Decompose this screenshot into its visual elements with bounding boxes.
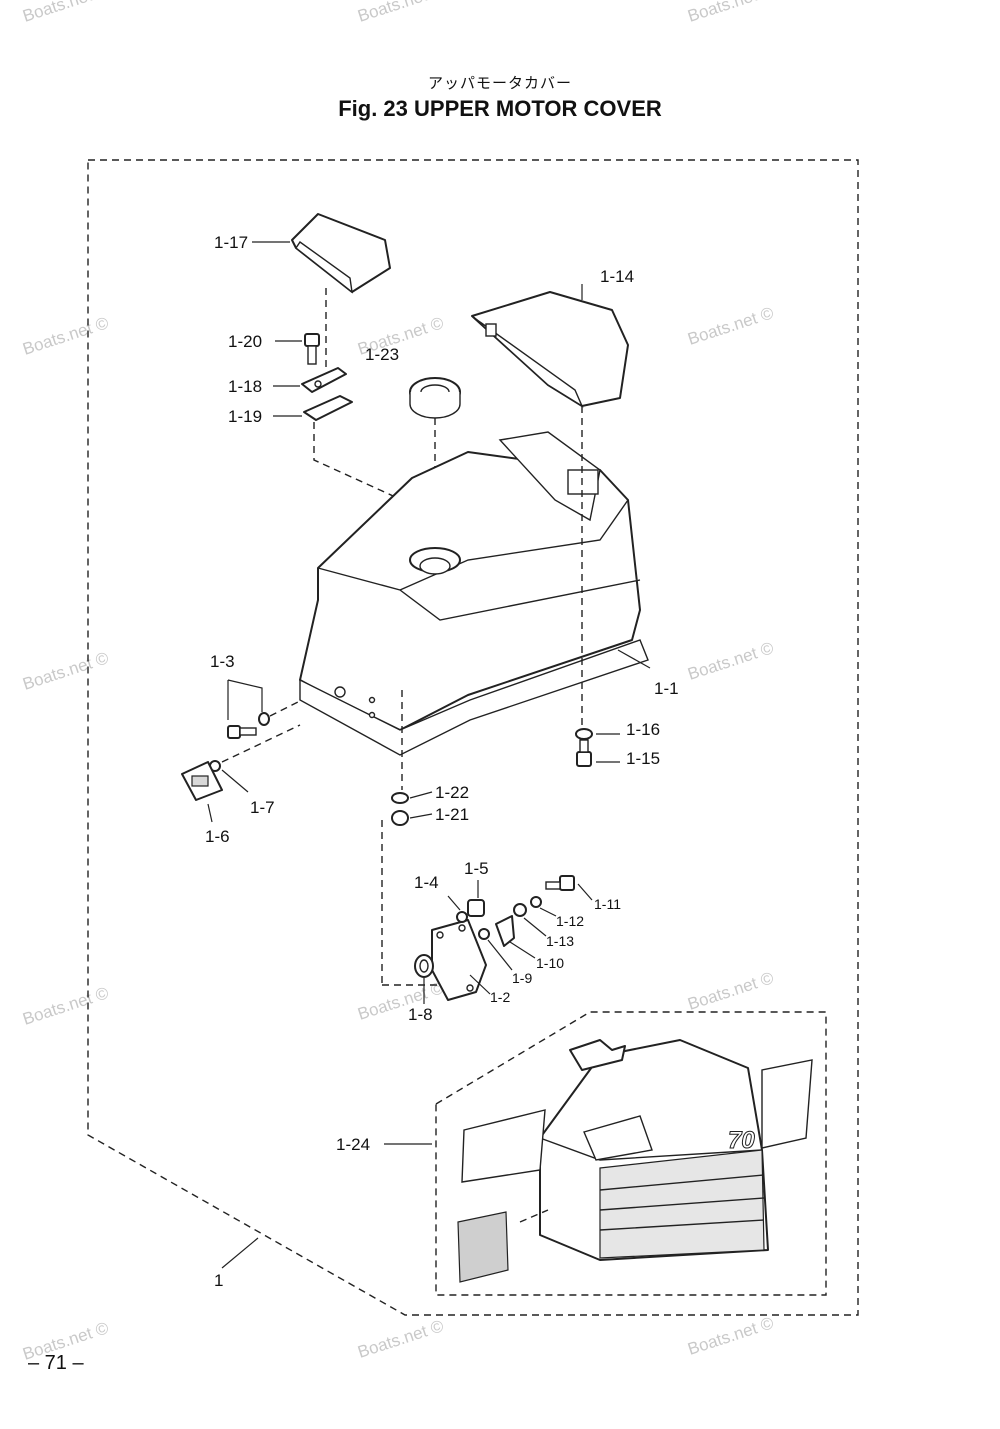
part-1-3-screw — [227, 712, 270, 739]
part-1-5-nut — [467, 899, 485, 917]
part-1-12-washer — [530, 896, 542, 908]
callout-1-14: 1-14 — [600, 267, 634, 286]
callout-1-11: 1-11 — [594, 896, 621, 912]
callout-1-13: 1-13 — [546, 933, 574, 949]
part-1-1-upper-motor-cover — [299, 431, 649, 756]
callout-1-16: 1-16 — [626, 720, 660, 739]
watermark: Boats.net © — [20, 0, 111, 26]
callout-1-21: 1-21 — [435, 805, 469, 824]
part-1-17-cover-cap — [291, 213, 391, 294]
watermark: Boats.net © — [685, 968, 776, 1014]
callout-1-8: 1-8 — [408, 1005, 433, 1024]
part-1-23-grommet — [409, 377, 461, 419]
callout-1-4: 1-4 — [414, 873, 439, 892]
callout-1-19: 1-19 — [228, 407, 262, 426]
figure-title: Fig. 23 UPPER MOTOR COVER — [338, 96, 662, 121]
decal-set-boundary — [435, 1011, 827, 1296]
callout-1-23: 1-23 — [365, 345, 399, 364]
part-1-24-decal-set: 70 — [457, 1039, 813, 1283]
callout-1-10: 1-10 — [536, 955, 564, 971]
part-1-21-nut — [391, 810, 409, 826]
callout-1-5: 1-5 — [464, 859, 489, 878]
part-1-14-rear-cover — [471, 291, 629, 408]
watermark: Boats.net © — [20, 313, 111, 359]
callout-1: 1 — [214, 1271, 223, 1290]
callout-1-7: 1-7 — [250, 798, 275, 817]
callout-1-2: 1-2 — [490, 989, 510, 1005]
part-1-6-latch-lock — [181, 761, 223, 801]
part-1-13-washer — [513, 903, 527, 917]
callout-1-20: 1-20 — [228, 332, 262, 351]
watermark: Boats.net © — [20, 648, 111, 694]
watermark: Boats.net © — [20, 983, 111, 1029]
part-1-8-bush — [414, 954, 434, 978]
watermark: Boats.net © — [355, 0, 446, 26]
watermark: Boats.net © — [355, 1316, 446, 1362]
part-1-20-bolt — [304, 333, 320, 365]
part-1-18-latch — [301, 367, 347, 393]
figure-title-japanese: アッパモータカバー — [427, 74, 572, 92]
callout-1-17: 1-17 — [214, 233, 248, 252]
part-1-16-washer — [575, 728, 593, 740]
part-1-11-bolt — [545, 875, 575, 891]
watermark: Boats.net © — [685, 0, 776, 26]
part-1-19-plate — [303, 395, 353, 421]
callout-1-22: 1-22 — [435, 783, 469, 802]
part-1-9-bushing — [478, 928, 490, 940]
assembly-boundary — [87, 159, 859, 1316]
decal-model-number: 70 — [728, 1127, 755, 1154]
callout-1-3: 1-3 — [210, 652, 235, 671]
callout-1-12: 1-12 — [556, 913, 584, 929]
part-1-4-washer — [456, 911, 468, 923]
part-1-10-hook — [495, 915, 515, 947]
page-number: – 71 – — [28, 1352, 84, 1374]
callout-1-24: 1-24 — [336, 1135, 370, 1154]
callout-1-6: 1-6 — [205, 827, 230, 846]
callout-1-1: 1-1 — [654, 679, 679, 698]
watermark: Boats.net © — [685, 1313, 776, 1359]
callout-1-18: 1-18 — [228, 377, 262, 396]
callout-1-9: 1-9 — [512, 970, 532, 986]
watermark: Boats.net © — [685, 303, 776, 349]
watermark: Boats.net © — [685, 638, 776, 684]
callout-1-15: 1-15 — [626, 749, 660, 768]
part-1-22-washer — [391, 792, 409, 804]
part-1-15-bolt — [576, 739, 592, 767]
